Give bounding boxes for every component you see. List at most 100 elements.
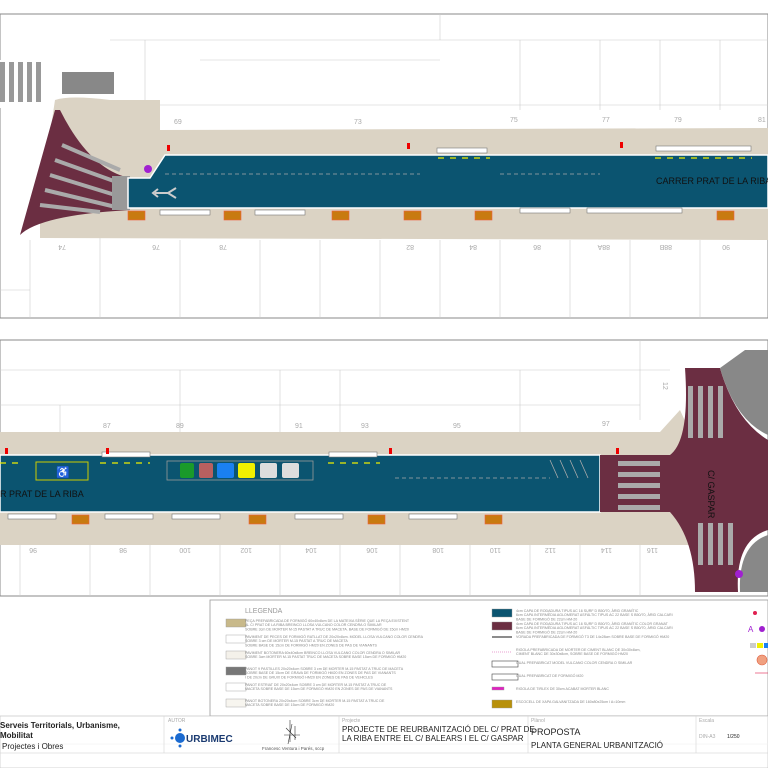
project-line-1: PROJECTE DE REURBANITZACIÓ DEL C/ PRAT D… bbox=[342, 725, 535, 734]
svg-text:116: 116 bbox=[647, 546, 658, 553]
recycling-bins-bay bbox=[166, 460, 314, 481]
parking-lines-2 bbox=[395, 459, 589, 479]
legend-text: PEÇA PREFABRICADA DE FORMIGÓ 60x40x8cm D… bbox=[245, 618, 410, 623]
svg-text:95: 95 bbox=[453, 423, 461, 430]
author-label: AUTOR bbox=[168, 718, 186, 724]
legend-swatch bbox=[225, 682, 247, 692]
plan-title: PROPOSTA bbox=[531, 727, 580, 737]
project-label: Projecte bbox=[342, 718, 361, 724]
legend-item: 4cm CAPA DE RODADURA TIPUS AC 16 SURF D … bbox=[491, 608, 673, 621]
svg-text:112: 112 bbox=[545, 546, 556, 553]
svg-text:79: 79 bbox=[674, 117, 682, 124]
legend-text: CIMENT BLANC DE 30x30x8cm, SOBRE BASE DE… bbox=[516, 651, 628, 656]
legend-swatch bbox=[225, 650, 247, 660]
svg-text:97: 97 bbox=[602, 421, 610, 428]
road-2 bbox=[0, 454, 601, 513]
legend-text: GUAL PREFABRICAT MODEL VULCANO COLOR CEN… bbox=[516, 661, 633, 665]
svg-text:76: 76 bbox=[152, 243, 160, 250]
svg-text:108: 108 bbox=[432, 546, 444, 553]
legend-text: ESCOCELL DE XAPA GALVANITZADA DE 160x80x… bbox=[516, 700, 625, 704]
scale-label: Escala bbox=[699, 718, 714, 724]
svg-text:12: 12 bbox=[661, 382, 668, 390]
legend-text: VORADA PREFABRICADA DE FORMIGÓ T3 DE 14x… bbox=[516, 634, 669, 639]
legend-text: SOBRE 3cm DE MORTER M-15 PASTAT A TRUC D… bbox=[245, 626, 409, 631]
svg-text:78: 78 bbox=[219, 243, 227, 250]
legend-item: PAVIMENT DE PECES DE FORMIGÓ RATLLAT DE … bbox=[225, 634, 424, 647]
street-numbers-bottom-1: 74 76 78 82 84 86 88A 88B 90 bbox=[58, 243, 730, 250]
svg-text:81: 81 bbox=[758, 117, 766, 124]
svg-text:89: 89 bbox=[176, 423, 184, 430]
legend-text: MACETA SOBRE BASE DE 15cm DE FORMIGÓ HM2… bbox=[245, 686, 393, 691]
disabled-parking-bay bbox=[35, 461, 89, 481]
trees-row-2 bbox=[71, 514, 503, 525]
corner-tactile-paving bbox=[720, 350, 768, 592]
legend-swatch bbox=[225, 618, 247, 628]
svg-text:93: 93 bbox=[361, 423, 369, 430]
legend-swatch bbox=[225, 634, 247, 644]
svg-text:84: 84 bbox=[469, 243, 477, 250]
bollards-2 bbox=[5, 448, 619, 454]
crosswalk-top-left bbox=[0, 62, 41, 102]
legend-text: PANOT BOTONERA 20x20x4cm SOBRE 3cm DE MO… bbox=[245, 699, 385, 703]
legend-text: PANOT ESTRIAT DE 20x20x4cm SOBRE 3 cm DE… bbox=[245, 683, 387, 687]
legend-text: BASE DE FORMIGÓ DE 22cm HM-20 bbox=[516, 616, 577, 621]
tactile-paving bbox=[62, 72, 114, 94]
legend-item: GUAL PREFABRICAT DE FORMIGÓ M20 bbox=[491, 673, 583, 681]
legend-swatch bbox=[491, 673, 519, 681]
building-outlines-2 bbox=[0, 340, 670, 596]
intersection-c-gaspar bbox=[600, 368, 768, 592]
wheelchair-icon: ♿ bbox=[56, 466, 70, 479]
svg-text:102: 102 bbox=[240, 546, 252, 553]
bollards-1 bbox=[167, 142, 623, 151]
street-numbers-bottom-2: 96 98 100 102 104 106 108 110 112 114 11… bbox=[29, 546, 658, 553]
legend-item: RIGOLA PREFABRICADA DE MORTER DE CIMENT … bbox=[492, 648, 640, 656]
legend-text: RIGOLA DE TIRLEX DE 30cm ACABAT MORTER B… bbox=[516, 687, 609, 691]
legend-swatch bbox=[491, 608, 513, 618]
legend-swatch bbox=[225, 666, 247, 676]
svg-text:73: 73 bbox=[354, 119, 362, 126]
legend-title: LLEGENDA bbox=[245, 608, 283, 615]
legend-text: RIGOLA PREFABRICADA DE MORTER DE CIMENT … bbox=[516, 648, 640, 652]
svg-text:A: A bbox=[748, 625, 754, 634]
legend-item: PEÇA PREFABRICADA DE FORMIGÓ 60x40x8cm D… bbox=[225, 618, 410, 631]
legend-text: SOBRE BASE DE 15cm DE GRAVA DE FORMIGÓ H… bbox=[245, 670, 396, 675]
legend-item: PAVIMENT BOTONERA 60x40x8cm BREINCO LLOS… bbox=[225, 650, 406, 660]
street-name-cross: C/ GASPAR bbox=[706, 470, 716, 519]
svg-text:86: 86 bbox=[533, 243, 541, 250]
legend: LLEGENDA PEÇA PREFABRICADA DE FORMIGÓ 60… bbox=[209, 599, 768, 717]
legend-item: PANOT ESTRIAT DE 20x20x4cm SOBRE 3 cm DE… bbox=[225, 682, 393, 692]
project-line-2: LA RIBA ENTRE EL C/ BALEARS I EL C/ GASP… bbox=[342, 734, 524, 743]
legend-text: PAVIMENT DE PECES DE FORMIGÓ RATLLAT DE … bbox=[245, 634, 424, 639]
svg-text:75: 75 bbox=[510, 117, 518, 124]
legend-text: 4cm CAPA DE RODADURA TIPUS AC 16 SURF D … bbox=[516, 622, 669, 626]
legend-text: SOBRE 3cm MORTER M-15 PASTAT TRUC DE MAC… bbox=[245, 654, 406, 659]
svg-text:90: 90 bbox=[722, 243, 730, 250]
street-name-main: CARRER PRAT DE LA RIBA bbox=[656, 176, 768, 186]
legend-item: ESCOCELL DE XAPA GALVANITZADA DE 160x80x… bbox=[491, 699, 625, 709]
svg-text:98: 98 bbox=[119, 546, 127, 553]
legend-item: PANOT 9 PASTILLES 20x20x4cm SOBRE 3 cm D… bbox=[225, 666, 404, 679]
street-name-main-2: R PRAT DE LA RIBA bbox=[0, 489, 84, 499]
urbimec-logo: URBIMEC bbox=[170, 728, 233, 748]
svg-text:74: 74 bbox=[58, 243, 66, 250]
legend-text: PAVIMENT BOTONERA 60x40x8cm BREINCO LLOS… bbox=[245, 651, 401, 655]
legend-text: 6cm CAPA INTERMÈDIA AGLOMERAT ASFÀLTIC T… bbox=[516, 612, 673, 617]
svg-text:69: 69 bbox=[174, 119, 182, 126]
svg-text:114: 114 bbox=[601, 546, 612, 553]
legend-text: GUAL PREFABRICAT DE FORMIGÓ M20 bbox=[516, 673, 583, 678]
architect-name: Francesc Ventura i Parés, sccp bbox=[262, 746, 325, 751]
legend-swatch bbox=[225, 698, 247, 708]
legend-text: BASE DE FORMIGÓ DE 22cm HM-20 bbox=[516, 629, 577, 634]
driveway-crossings-1 bbox=[159, 145, 752, 216]
legend-text: 4cm CAPA DE RODADURA TIPUS AC 16 SURF D … bbox=[516, 609, 639, 613]
legend-item: RIGOLA DE TIRLEX DE 30cm ACABAT MORTER B… bbox=[491, 686, 609, 691]
legend-swatch bbox=[491, 621, 513, 631]
svg-text:106: 106 bbox=[366, 546, 378, 553]
org-line-1: Serveis Territorials, Urbanisme, bbox=[0, 721, 120, 730]
bin-icon bbox=[144, 165, 152, 173]
trees-row-1 bbox=[127, 210, 735, 221]
svg-text:87: 87 bbox=[103, 423, 111, 430]
legend-swatch bbox=[491, 660, 519, 668]
